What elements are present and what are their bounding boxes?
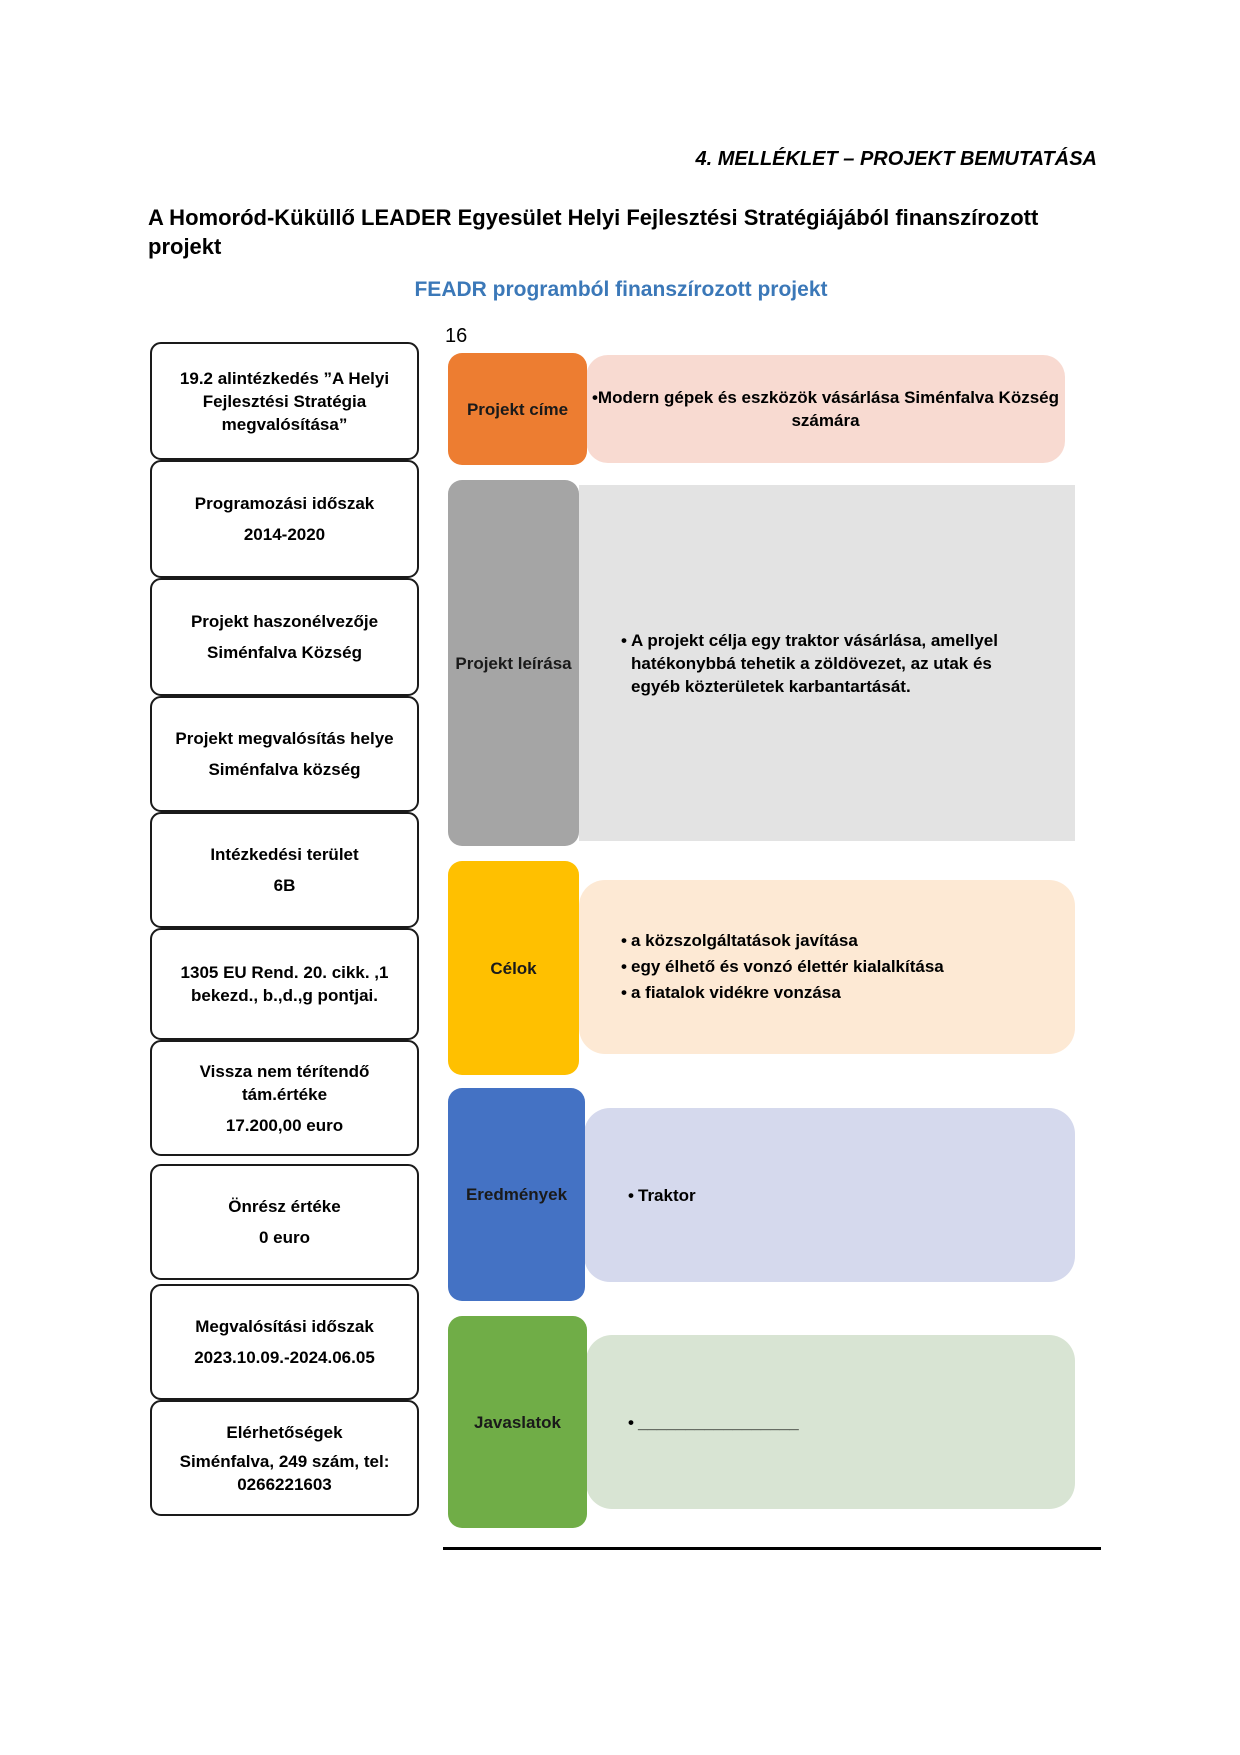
info-box-title: 19.2 alintézkedés ”A Helyi Fejlesztési S… [179, 368, 390, 434]
project-description-label: Projekt leírása [448, 480, 579, 846]
info-box-programming-period: Programozási időszak 2014-2020 [150, 460, 419, 578]
bottom-divider [443, 1547, 1101, 1550]
document-title: A Homoród-Küküllő LEADER Egyesület Helyi… [148, 205, 1039, 259]
info-box-value: 6B [273, 876, 296, 895]
info-box-value: Siménfalva Község [207, 643, 362, 662]
info-box-beneficiary: Projekt haszonélvezője Siménfalva Község [150, 578, 419, 696]
suggestions-label: Javaslatok [448, 1316, 587, 1528]
info-box-grant-value: Vissza nem térítendő tám.értéke 17.200,0… [150, 1040, 419, 1156]
info-box-contacts: Elérhetőségek Siménfalva, 249 szám, tel:… [150, 1400, 419, 1516]
project-title-label: Projekt címe [448, 353, 587, 465]
info-box-title: Intézkedési terület [210, 845, 359, 864]
info-box-measure-area: Intézkedési terület 6B [150, 812, 419, 928]
info-box-location: Projekt megvalósítás helye Siménfalva kö… [150, 696, 419, 812]
annex-heading: 4. MELLÉKLET – PROJEKT BEMUTATÁSA [695, 148, 1097, 170]
list-item: a fiatalok vidékre vonzása [621, 980, 944, 1006]
info-box-title: Megvalósítási időszak [195, 1317, 374, 1336]
suggestions-panel: _________________ [586, 1335, 1075, 1509]
info-box-implementation-period: Megvalósítási időszak 2023.10.09.-2024.0… [150, 1284, 419, 1400]
results-list: Traktor [628, 1184, 696, 1207]
list-item: Traktor [628, 1184, 696, 1207]
page-number: 16 [445, 325, 468, 347]
suggestions-list: _________________ [628, 1411, 799, 1434]
info-box-value: 17.200,00 euro [225, 1115, 344, 1135]
info-box-title: Projekt megvalósítás helye [175, 729, 394, 748]
list-item: egy élhető és vonzó élettér kialalkítása [621, 954, 944, 980]
project-description-panel: A projekt célja egy traktor vásárlása, a… [579, 485, 1075, 841]
info-box-value: 0 euro [258, 1228, 311, 1247]
project-title-item: •Modern gépek és eszközök vásárlása Simé… [591, 388, 1060, 430]
info-box-own-contribution: Önrész értéke 0 euro [150, 1164, 419, 1280]
results-panel: Traktor [584, 1108, 1075, 1282]
info-box-regulation: 1305 EU Rend. 20. cikk. ,1 bekezd., b.,d… [150, 928, 419, 1040]
goals-list: a közszolgáltatások javítása egy élhető … [621, 928, 944, 1006]
info-box-title: Vissza nem térítendő tám.értéke [199, 1061, 370, 1104]
info-box-measure: 19.2 alintézkedés ”A Helyi Fejlesztési S… [150, 342, 419, 460]
info-box-value: 2014-2020 [243, 525, 326, 544]
info-box-value: 2023.10.09.-2024.06.05 [194, 1348, 375, 1367]
goals-label: Célok [448, 861, 579, 1075]
list-item: a közszolgáltatások javítása [621, 928, 944, 954]
info-box-title: 1305 EU Rend. 20. cikk. ,1 bekezd., b.,d… [180, 963, 389, 1005]
info-box-title: Programozási időszak [194, 494, 375, 513]
list-item: _________________ [628, 1411, 799, 1434]
results-label: Eredmények [448, 1088, 585, 1301]
info-box-title: Elérhetőségek [226, 1422, 343, 1442]
document-subtitle: FEADR programból finanszírozott projekt [414, 278, 828, 301]
info-box-title: Önrész értéke [228, 1197, 341, 1216]
info-box-value: Siménfalva, 249 szám, tel: 0266221603 [179, 1451, 390, 1494]
list-item: A projekt célja egy traktor vásárlása, a… [621, 629, 1035, 698]
goals-panel: a közszolgáltatások javítása egy élhető … [579, 880, 1075, 1054]
info-box-title: Projekt haszonélvezője [190, 612, 379, 631]
project-description-list: A projekt célja egy traktor vásárlása, a… [621, 629, 1035, 698]
info-box-value: Siménfalva község [208, 760, 361, 779]
project-title-panel: •Modern gépek és eszközök vásárlása Simé… [586, 355, 1065, 463]
